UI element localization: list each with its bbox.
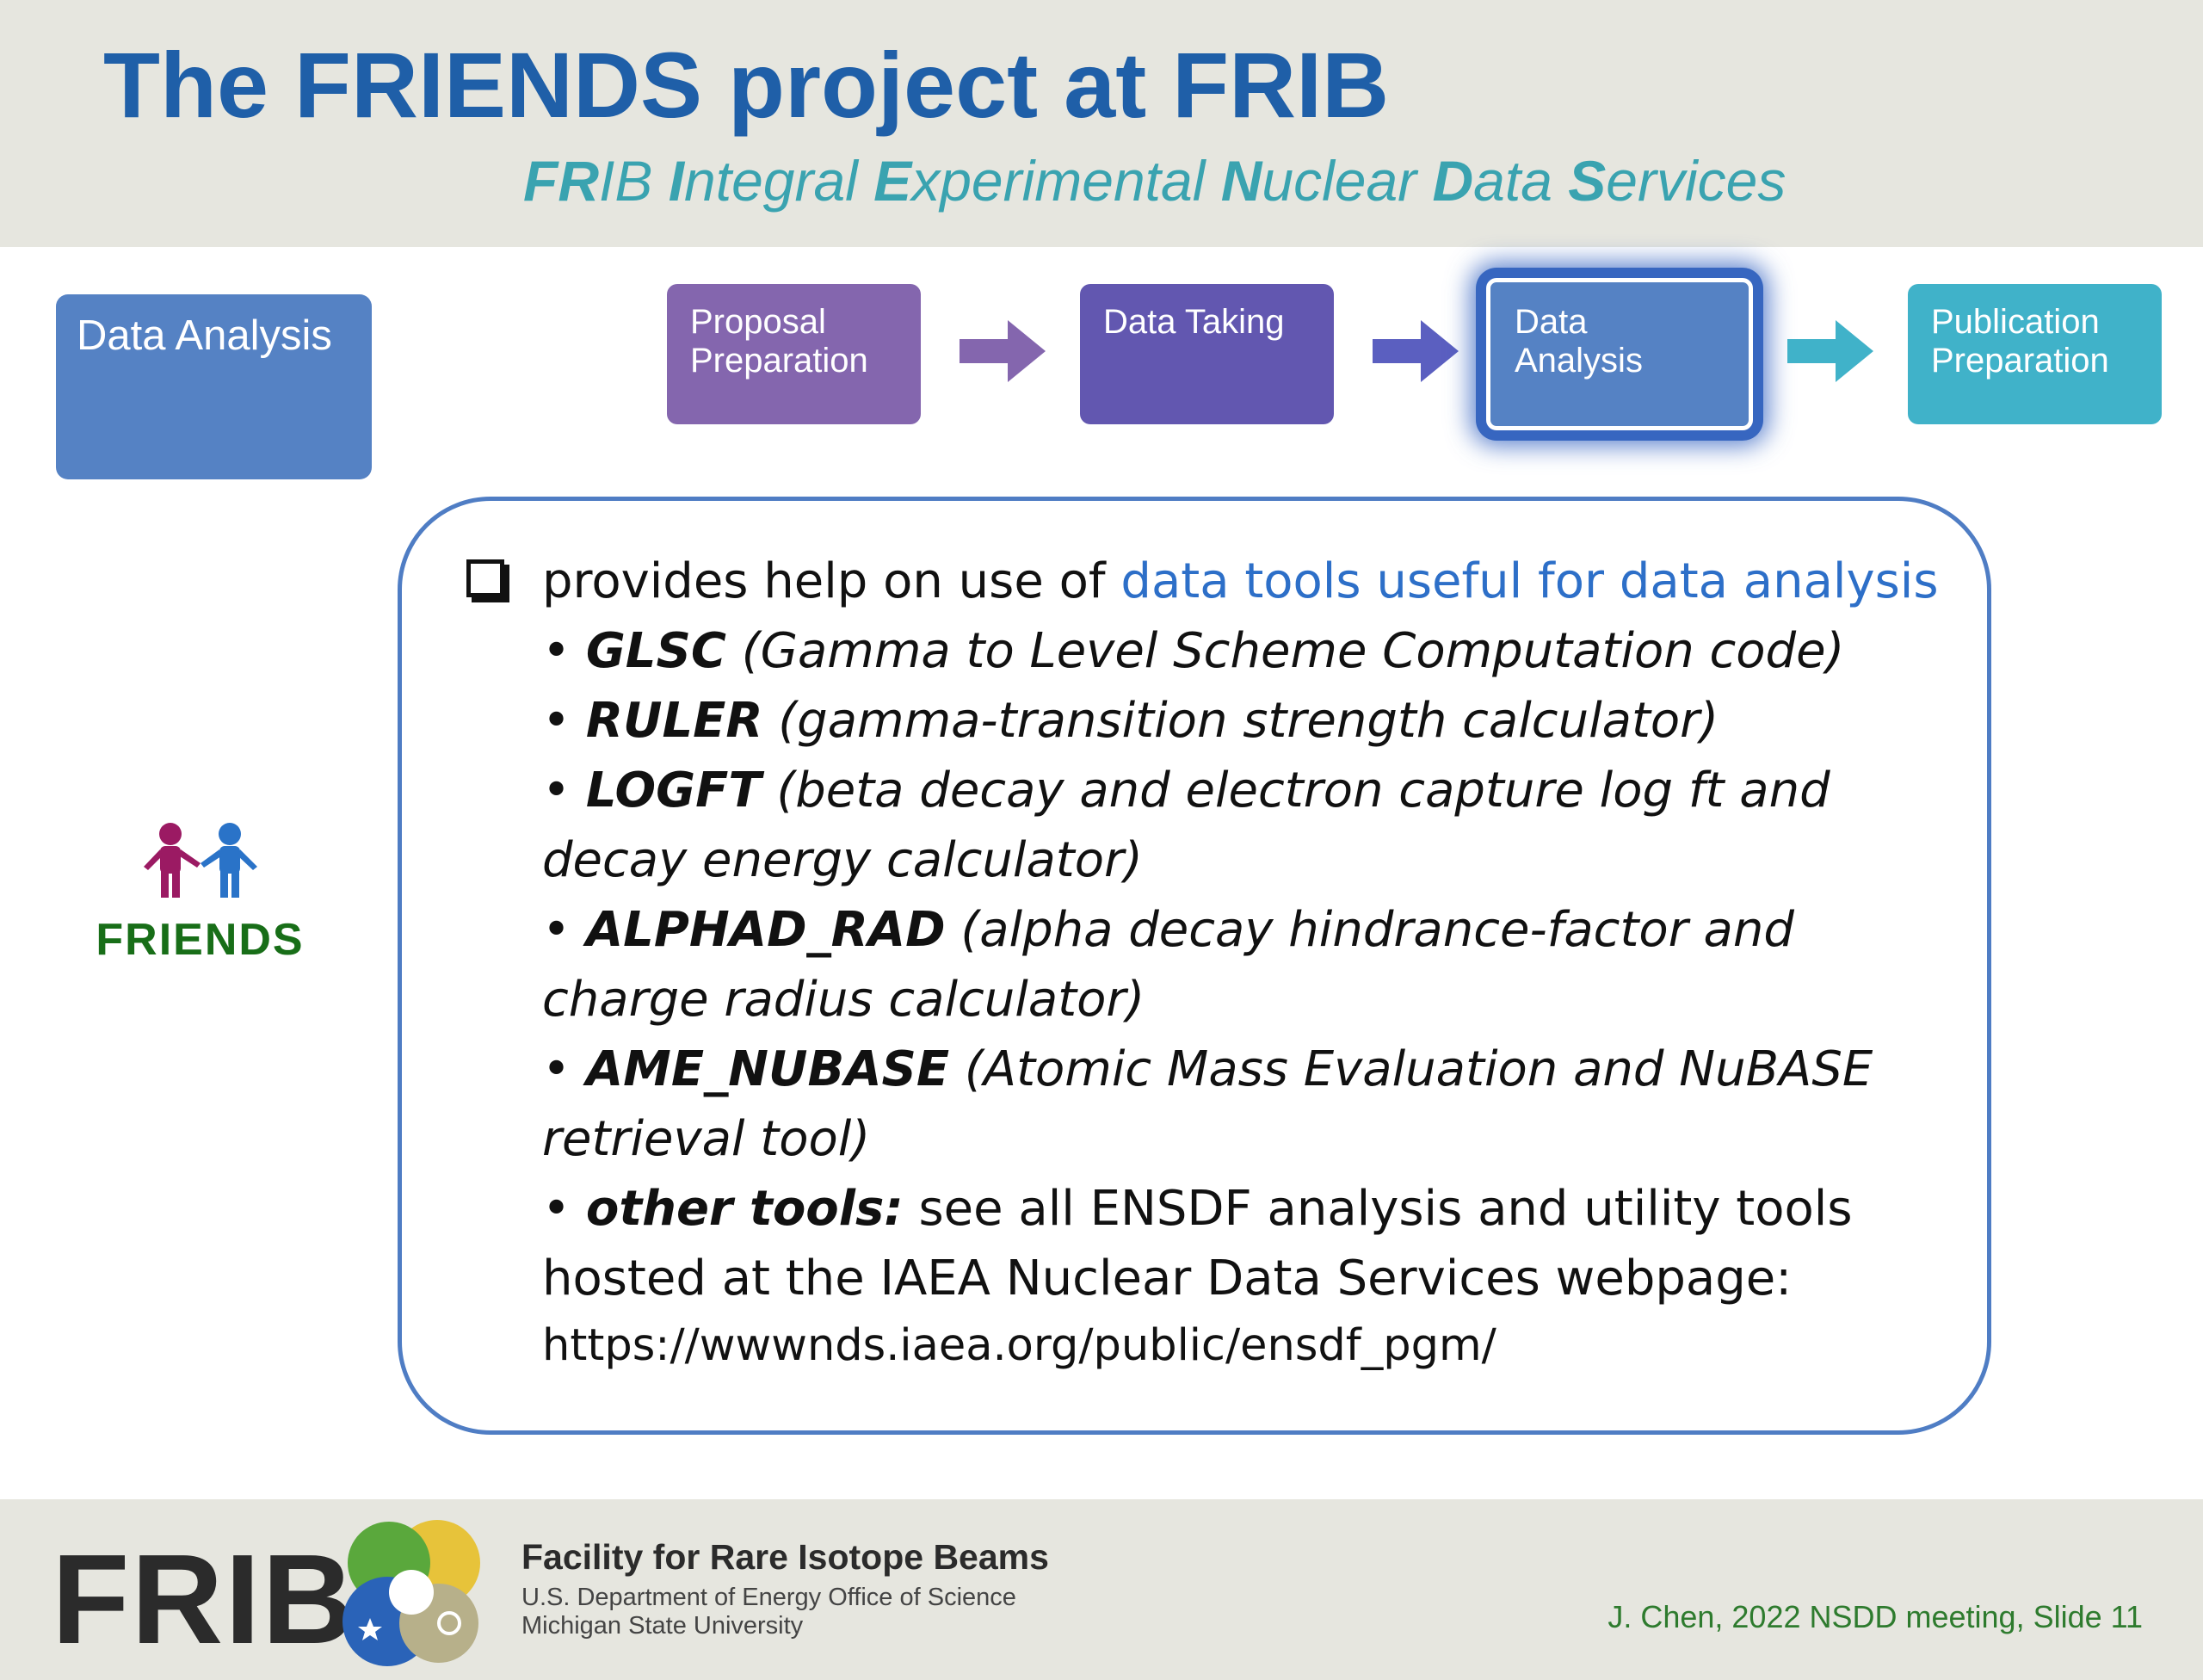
list-item: • RULER (gamma-transition strength calcu…	[542, 693, 1719, 749]
list-item: • LOGFT (beta decay and electron capture…	[542, 763, 1830, 888]
tool-desc: (alpha decay hindrance-factor and charge…	[542, 902, 1794, 1028]
tool-desc: (gamma-transition strength calculator)	[762, 693, 1719, 749]
tool-name: GLSC	[585, 623, 726, 679]
tool-desc: (beta decay and electron capture log ft …	[542, 763, 1830, 888]
facility-line-msu: Michigan State University	[521, 1612, 804, 1640]
list-item: • ALPHAD_RAD (alpha decay hindrance-fact…	[542, 902, 1794, 1028]
tool-name: RULER	[585, 693, 763, 749]
slide-subtitle: FRIB Integral Experimental Nuclear Data …	[523, 148, 1786, 213]
subtitle-part: Experimental	[873, 149, 1221, 213]
frib-emblem-icon	[342, 1520, 480, 1666]
subtitle-part: Data	[1432, 149, 1569, 213]
tool-name: AME_NUBASE	[585, 1041, 950, 1097]
slide-title: The FRIENDS project at FRIB	[103, 33, 1390, 137]
content-box	[398, 497, 1991, 1435]
arrow-right-icon	[960, 320, 1046, 382]
step-data-taking: Data Taking	[1080, 284, 1334, 424]
checkbox-bullet-icon	[466, 559, 504, 597]
subtitle-part: Services	[1568, 149, 1786, 213]
iaea-url: https://wwwnds.iaea.org/public/ensdf_pgm…	[542, 1320, 1496, 1371]
subtitle-part: Nuclear	[1220, 149, 1433, 213]
section-label: Data Analysis	[77, 312, 332, 359]
arrow-right-icon	[1373, 320, 1459, 382]
intro-text: provides help on use of data tools usefu…	[542, 553, 1939, 609]
step-publication-preparation: Publication Preparation	[1908, 284, 2162, 424]
slide-credit: J. Chen, 2022 NSDD meeting, Slide 11	[1608, 1599, 2143, 1634]
tool-name: other tools:	[585, 1181, 904, 1237]
friends-logo: FRIENDS	[90, 822, 310, 966]
arrow-right-icon	[1787, 320, 1873, 382]
tools-list: provides help on use of data tools usefu…	[542, 547, 1953, 1379]
friends-label: FRIENDS	[96, 915, 305, 965]
intro-highlight: data tools useful for data analysis	[1120, 553, 1939, 609]
subtitle-part: Integral	[668, 149, 874, 213]
section-label-box: Data Analysis	[56, 294, 372, 479]
two-people-icon	[143, 823, 257, 898]
tool-desc: (Atomic Mass Evaluation and NuBASE retri…	[542, 1041, 1873, 1167]
step-data-analysis: Data Analysis	[1486, 278, 1753, 430]
tool-name: ALPHAD_RAD	[585, 902, 946, 958]
list-item: • other tools: see all ENSDF analysis an…	[542, 1181, 1853, 1306]
tool-name: LOGFT	[585, 763, 762, 818]
slide-header	[0, 0, 2203, 247]
facility-name: Facility for Rare Isotope Beams	[521, 1537, 1049, 1577]
list-item: • GLSC (Gamma to Level Scheme Computatio…	[542, 623, 1845, 679]
step-proposal-preparation: Proposal Preparation	[667, 284, 921, 424]
tool-desc: see all ENSDF analysis and utility tools…	[542, 1181, 1853, 1306]
frib-logo-text: FRIB	[52, 1529, 356, 1671]
subtitle-part: FRIB	[523, 149, 669, 213]
list-item: • AME_NUBASE (Atomic Mass Evaluation and…	[542, 1041, 1873, 1167]
tool-desc: (Gamma to Level Scheme Computation code)	[725, 623, 1845, 679]
facility-line-doe: U.S. Department of Energy Office of Scie…	[521, 1584, 1016, 1611]
